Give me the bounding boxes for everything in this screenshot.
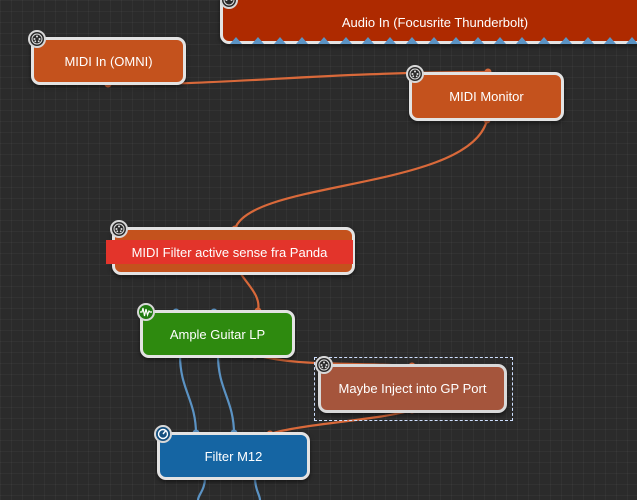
- node-audio-in-label: Audio In (Focusrite Thunderbolt): [341, 14, 529, 30]
- wire-audio-filter-out-r[interactable]: [253, 476, 262, 500]
- wire-audio-guitar-l-to-filter[interactable]: [178, 353, 198, 436]
- wire-audio-guitar-r-to-filter[interactable]: [216, 353, 236, 436]
- node-filter-m12[interactable]: Filter M12: [157, 432, 310, 480]
- wire-audio-filter-out-l[interactable]: [196, 476, 207, 500]
- audio-in-output-pins: [230, 37, 637, 44]
- node-midi-in-label: MIDI In (OMNI): [64, 53, 153, 69]
- knob-icon: [154, 425, 172, 443]
- node-maybe-inject-label: Maybe Inject into GP Port: [338, 381, 487, 396]
- waveform-icon: [137, 303, 155, 321]
- midi-icon: [110, 220, 128, 238]
- node-midi-in[interactable]: MIDI In (OMNI): [31, 37, 186, 85]
- midi-icon: [315, 356, 333, 374]
- node-midi-monitor-label: MIDI Monitor: [449, 89, 524, 104]
- node-ample-guitar[interactable]: Ample Guitar LP: [140, 310, 295, 358]
- node-midi-filter-label: MIDI Filter active sense fra Panda: [131, 244, 328, 260]
- midi-icon: [406, 65, 424, 83]
- node-ample-guitar-label: Ample Guitar LP: [169, 326, 266, 342]
- wire-inject-to-filterm12[interactable]: [268, 408, 414, 436]
- node-midi-filter-highlight[interactable]: MIDI Filter active sense fra Panda: [106, 240, 353, 264]
- midi-icon: [28, 30, 46, 48]
- node-audio-in[interactable]: Audio In (Focusrite Thunderbolt): [220, 0, 637, 44]
- wire-monitor-to-filter[interactable]: [233, 118, 489, 231]
- node-midi-monitor[interactable]: MIDI Monitor: [409, 72, 564, 121]
- node-filter-m12-label: Filter M12: [204, 448, 263, 464]
- selection-outline: [314, 357, 513, 421]
- node-maybe-inject[interactable]: Maybe Inject into GP Port: [318, 364, 507, 413]
